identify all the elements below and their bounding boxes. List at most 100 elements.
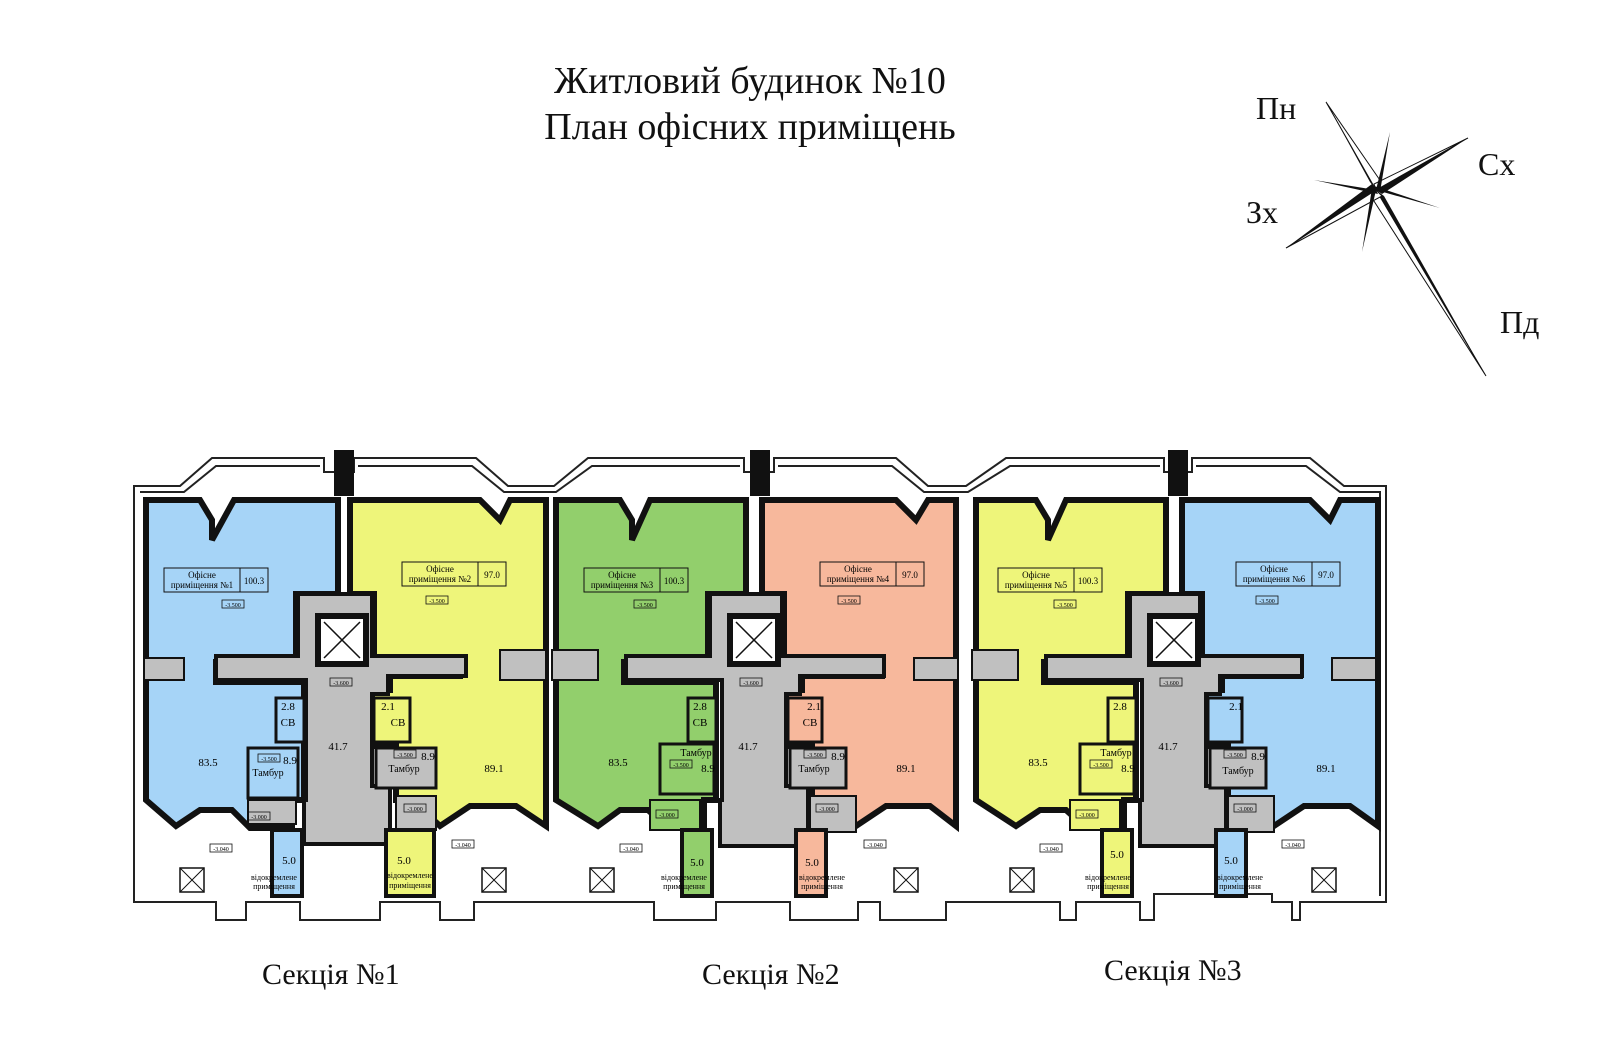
- svg-text:приміщення №6: приміщення №6: [1243, 574, 1306, 584]
- svg-text:2.8: 2.8: [1113, 701, 1127, 713]
- svg-text:відокремлене: відокремлене: [1217, 873, 1263, 882]
- office-1-lower-area: 83.5: [198, 757, 218, 769]
- svg-text:Офісне: Офісне: [426, 564, 454, 574]
- stair-landing-3: [649, 799, 701, 831]
- svg-text:-3.040: -3.040: [213, 847, 229, 853]
- svg-text:-3.000: -3.000: [1237, 807, 1253, 813]
- office-5-area: 100.3: [1078, 576, 1099, 586]
- office-3-area: 100.3: [664, 576, 685, 586]
- svg-text:СВ: СВ: [693, 717, 708, 729]
- svg-text:8.9: 8.9: [283, 755, 297, 767]
- svg-text:-3.500: -3.500: [637, 603, 653, 609]
- svg-text:41.7: 41.7: [1158, 741, 1178, 753]
- compass-south-label: Пд: [1500, 304, 1540, 340]
- office-label-1: Офісне приміщення №1 100.3 -3.500 83.5: [163, 567, 269, 769]
- svg-text:-3.500: -3.500: [1259, 599, 1275, 605]
- svg-text:приміщення: приміщення: [1087, 882, 1129, 891]
- svg-text:відокремлене: відокремлене: [661, 873, 707, 882]
- svg-text:приміщення №4: приміщення №4: [827, 574, 890, 584]
- common-labels-1: 41.7 -3.600 2.8 СВ 2.1 СВ -3.500 8.9 Там…: [209, 677, 475, 891]
- svg-text:5.0: 5.0: [1224, 855, 1238, 867]
- separate-room-6: [1214, 828, 1248, 898]
- office-1-area: 100.3: [244, 576, 265, 586]
- section-2-label: Секція №2: [702, 958, 840, 991]
- svg-text:Офісне: Офісне: [1022, 570, 1050, 580]
- plan-subtitle: План офісних приміщень: [544, 106, 956, 148]
- svg-text:-3.600: -3.600: [743, 681, 759, 687]
- svg-text:-3.000: -3.000: [407, 807, 423, 813]
- svg-text:-3.040: -3.040: [867, 843, 883, 849]
- office-label-6: Офісне приміщення №6 97.0 -3.500 89.1: [1235, 561, 1341, 775]
- section-3-label: Секція №3: [1104, 954, 1242, 987]
- wc-5: [1106, 696, 1138, 744]
- office-6-lower-area: 89.1: [1316, 763, 1335, 775]
- plan-title: Житловий будинок №10: [554, 60, 946, 102]
- svg-text:41.7: 41.7: [738, 741, 758, 753]
- office-label-5: Офісне приміщення №5 100.3 -3.500 83.5: [997, 567, 1103, 769]
- svg-text:відокремлене: відокремлене: [251, 873, 297, 882]
- svg-text:приміщення: приміщення: [663, 882, 705, 891]
- wc-6: [1206, 696, 1244, 744]
- svg-text:2.8: 2.8: [693, 701, 707, 713]
- vestibule-6: [1208, 746, 1268, 790]
- svg-text:-3.000: -3.000: [1079, 813, 1095, 819]
- svg-text:-3.040: -3.040: [1285, 843, 1301, 849]
- separate-room-4: [794, 828, 828, 898]
- svg-text:5.0: 5.0: [690, 857, 704, 869]
- svg-text:Тамбур: Тамбур: [680, 748, 711, 759]
- wc-4: [786, 696, 824, 744]
- svg-text:приміщення: приміщення: [1219, 882, 1261, 891]
- svg-text:СВ: СВ: [391, 717, 406, 729]
- svg-text:2.1: 2.1: [807, 701, 821, 713]
- svg-text:-3.500: -3.500: [1093, 763, 1109, 769]
- svg-text:відокремлене: відокремлене: [387, 871, 433, 880]
- vestibule-4: [788, 746, 848, 790]
- svg-text:Тамбур: Тамбур: [798, 764, 829, 775]
- office-1-name: Офісне: [188, 570, 216, 580]
- svg-text:-3.500: -3.500: [261, 757, 277, 763]
- svg-text:СВ: СВ: [803, 717, 818, 729]
- svg-text:Офісне: Офісне: [1260, 564, 1288, 574]
- svg-text:відокремлене: відокремлене: [1085, 873, 1131, 882]
- svg-text:-3.040: -3.040: [455, 843, 471, 849]
- office-4-lower-area: 89.1: [896, 763, 915, 775]
- svg-text:приміщення: приміщення: [253, 882, 295, 891]
- svg-text:приміщення №2: приміщення №2: [409, 574, 471, 584]
- svg-text:приміщення №3: приміщення №3: [591, 580, 654, 590]
- office-label-2: Офісне приміщення №2 97.0 -3.500 89.1: [401, 561, 507, 775]
- section-1: [143, 450, 549, 898]
- separate-room-3: [680, 828, 714, 898]
- svg-text:5.0: 5.0: [282, 855, 296, 867]
- svg-text:2.8: 2.8: [281, 701, 295, 713]
- building-outline: [133, 457, 1387, 921]
- compass-east-label: Сх: [1478, 146, 1516, 182]
- compass-west-label: Зх: [1246, 194, 1279, 230]
- svg-text:приміщення: приміщення: [389, 881, 431, 890]
- compass-rose-icon: [1285, 101, 1487, 377]
- svg-text:-3.500: -3.500: [429, 599, 445, 605]
- wc-1: [274, 696, 306, 744]
- separate-room-2: [384, 828, 436, 898]
- section-3: [971, 450, 1381, 898]
- svg-text:8.9: 8.9: [1121, 763, 1135, 775]
- svg-text:приміщення: приміщення: [801, 882, 843, 891]
- office-2-area: 97.0: [484, 570, 500, 580]
- svg-text:8.9: 8.9: [701, 763, 715, 775]
- svg-text:5.0: 5.0: [1110, 849, 1124, 861]
- svg-text:-3.500: -3.500: [397, 753, 413, 759]
- svg-text:5.0: 5.0: [805, 857, 819, 869]
- office-label-4: Офісне приміщення №4 97.0 -3.500 89.1: [819, 561, 925, 775]
- svg-text:Тамбур: Тамбур: [388, 764, 419, 775]
- svg-text:СВ: СВ: [281, 717, 296, 729]
- office-5-lower-area: 83.5: [1028, 757, 1048, 769]
- svg-text:-3.500: -3.500: [841, 599, 857, 605]
- office-3-lower-area: 83.5: [608, 757, 628, 769]
- office-1-level: -3.500: [225, 603, 241, 609]
- svg-text:приміщення №5: приміщення №5: [1005, 580, 1068, 590]
- svg-text:-3.500: -3.500: [1057, 603, 1073, 609]
- common-labels-3: 41.7 -3.600 2.8 2.1 Тамбур -3.500 8.9 -3…: [1039, 677, 1305, 891]
- svg-text:-3.040: -3.040: [1043, 847, 1059, 853]
- svg-text:Офісне: Офісне: [608, 570, 636, 580]
- stair-landing-2: [395, 795, 437, 831]
